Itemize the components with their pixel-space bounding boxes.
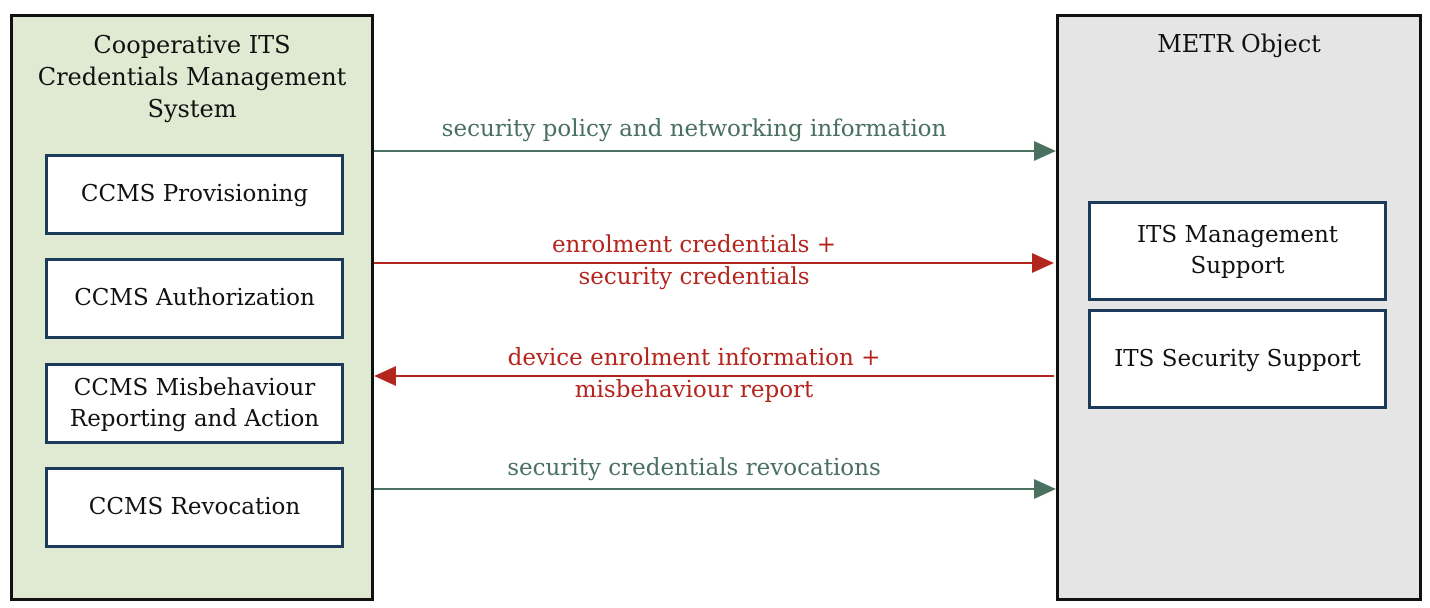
flow-arrow-enrolment-credentials xyxy=(374,253,1054,273)
metr-panel: METR Object xyxy=(1056,14,1422,601)
ccms-misbehaviour-box: CCMS Misbehaviour Reporting and Action xyxy=(45,363,344,444)
flow-label-device-enrolment: device enrolment information + misbehavi… xyxy=(507,345,881,403)
its-management-support-box: ITS Management Support xyxy=(1088,201,1387,301)
its-security-support-box: ITS Security Support xyxy=(1088,309,1387,409)
ccms-provisioning-box: CCMS Provisioning xyxy=(45,154,344,235)
metr-title: METR Object xyxy=(1157,30,1321,58)
flow-arrow-revocations xyxy=(374,479,1056,499)
ccms-authorization-box: CCMS Authorization xyxy=(45,258,344,339)
flow-arrow-security-policy xyxy=(374,141,1056,161)
ccms-title: Cooperative ITS Credentials Management S… xyxy=(37,31,347,123)
ccms-revocation-box: CCMS Revocation xyxy=(45,467,344,548)
flow-label-revocations: security credentials revocations xyxy=(507,455,881,481)
flow-label-enrolment-credentials: enrolment credentials + security credent… xyxy=(551,232,837,290)
flow-label-security-policy: security policy and networking informati… xyxy=(441,116,947,142)
flow-arrow-device-enrolment xyxy=(374,366,1054,386)
